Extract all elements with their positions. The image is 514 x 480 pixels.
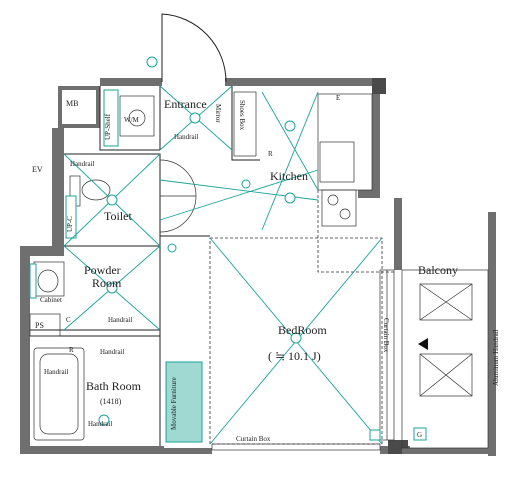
movable-furniture: [165, 361, 203, 443]
switch-icon: [167, 243, 177, 253]
bath-size-label: (1418): [100, 397, 122, 406]
basin: [37, 269, 59, 293]
ev-label: EV: [32, 165, 43, 174]
wall-top-left: [100, 78, 162, 86]
powder-room-label-1: Powder: [84, 263, 121, 277]
wall-kitchen-right: [372, 94, 380, 190]
pillar-top-right: [372, 78, 386, 94]
wall-bottom-mid: [164, 448, 212, 454]
bedroom-dashed-boundary: [209, 237, 383, 445]
electrical-symbols: [98, 56, 427, 441]
toilet-upper-cabinet: [65, 195, 77, 239]
bath-handrail-left-label: Handrail: [44, 368, 69, 376]
fixtures: [29, 89, 473, 443]
up-shelf-label: UP-Shelf: [104, 113, 112, 140]
mb-label: MB: [66, 99, 78, 108]
curtain-box-bottom: [211, 443, 381, 451]
cabinet-mirror: [29, 263, 37, 299]
burner-1: [327, 194, 339, 206]
bath-handrail-bottom-label: Handrail: [88, 420, 113, 428]
wall-top-right: [225, 78, 383, 86]
balcony-area: [401, 269, 489, 449]
wall-kitchen-step: [358, 190, 380, 198]
bath-room-label: Bath Room: [86, 379, 142, 393]
burner-2: [339, 208, 351, 220]
powder-c-symbol: C: [66, 316, 71, 324]
walls: [20, 78, 496, 456]
toilet-light-icon: [106, 194, 118, 206]
wall-left-upper: [52, 128, 64, 246]
mb-shaft-inner: [62, 90, 96, 124]
balcony-outer-wall: [488, 212, 496, 456]
toilet-uc-label: UP-C: [66, 216, 74, 232]
bath-r-symbol: R: [69, 346, 74, 354]
window-arrow: [418, 338, 428, 350]
entrance-handrail-label: Handrail: [174, 133, 199, 141]
bedroom-light-icon: [290, 332, 302, 344]
bathtub-inner: [39, 353, 79, 435]
washing-machine-drain: [128, 109, 146, 127]
labels: MB EV PS Entrance W/M Handrail Mirror Sh…: [32, 94, 500, 443]
cabinet-label: Cabinet: [40, 296, 62, 304]
wall-right-upper: [394, 198, 402, 270]
outlet-icon: [369, 429, 381, 441]
curtain-box-right-label: Curtain Box: [382, 318, 390, 353]
wm-partition: [99, 86, 160, 151]
exterior-light-icon: [146, 56, 158, 68]
kitchen-diagonals: [261, 91, 319, 231]
powder-light-icon: [106, 282, 118, 294]
kitchen-sink: [319, 141, 355, 183]
up-shelf: [103, 89, 119, 147]
shoes-box: [233, 91, 257, 157]
bedroom-size-label: ( ≒ 10.1 J): [268, 349, 321, 363]
toilet-handrail-label: Handrail: [70, 160, 95, 168]
ps-label: PS: [35, 321, 44, 330]
kitchen-dashed-edge: [317, 190, 394, 273]
wm-label: W/M: [124, 116, 140, 124]
outdoor-unit-lower-cross: [419, 353, 473, 397]
shoes-box-partition: [231, 86, 260, 161]
doors: [159, 13, 227, 233]
toilet-bowl: [81, 179, 111, 201]
ps-box: [29, 313, 61, 337]
aluminum-handrail-label: Aluminum Handrail: [492, 329, 500, 386]
switch-kitchen-icon: [241, 179, 251, 189]
powder-room-label-2: Room: [92, 276, 122, 290]
bath-handrail-top-label: Handrail: [100, 348, 125, 356]
kitchen-e-symbol: E: [336, 94, 340, 102]
bathtub-outer: [33, 347, 85, 441]
wall-left-step: [20, 246, 64, 256]
shoes-box-label: Shoes Box: [238, 100, 246, 131]
kitchen-stove: [321, 189, 357, 227]
entrance-label: Entrance: [164, 97, 207, 111]
powder-handrail-label: Handrail: [108, 316, 133, 324]
balcony-bottom-wall: [402, 448, 496, 454]
toilet-door-swing-bottom: [159, 195, 197, 233]
toilet-door-swing-top: [159, 159, 197, 197]
kitchen-light-icon: [284, 120, 296, 132]
outdoor-unit-upper-cross: [419, 283, 473, 321]
entrance-door-swing: [161, 13, 227, 83]
balcony-label: Balcony: [418, 263, 458, 277]
curtain-box-bottom-label: Curtain Box: [236, 435, 271, 443]
mirror-label: Mirror: [214, 104, 222, 123]
bath-light-icon: [98, 414, 110, 426]
kitchen-label: Kitchen: [270, 169, 308, 183]
washing-machine-pan: [119, 95, 155, 137]
movable-furniture-label: Movable Furniture: [170, 377, 178, 430]
outdoor-unit-lower: [419, 353, 473, 397]
g-box-icon: [413, 427, 427, 441]
wall-bottom-left: [20, 446, 164, 454]
kitchen-r-symbol: R: [268, 150, 273, 158]
bedroom-label: BedRoom: [278, 323, 327, 337]
wall-left-lower: [20, 256, 30, 452]
corridor-light-icon: [284, 192, 296, 204]
partitions: [30, 86, 489, 451]
outdoor-unit-upper: [419, 283, 473, 321]
toilet-label: Toilet: [104, 209, 132, 223]
balcony-g-symbol: G: [417, 431, 422, 439]
entrance-light-icon: [189, 112, 201, 124]
